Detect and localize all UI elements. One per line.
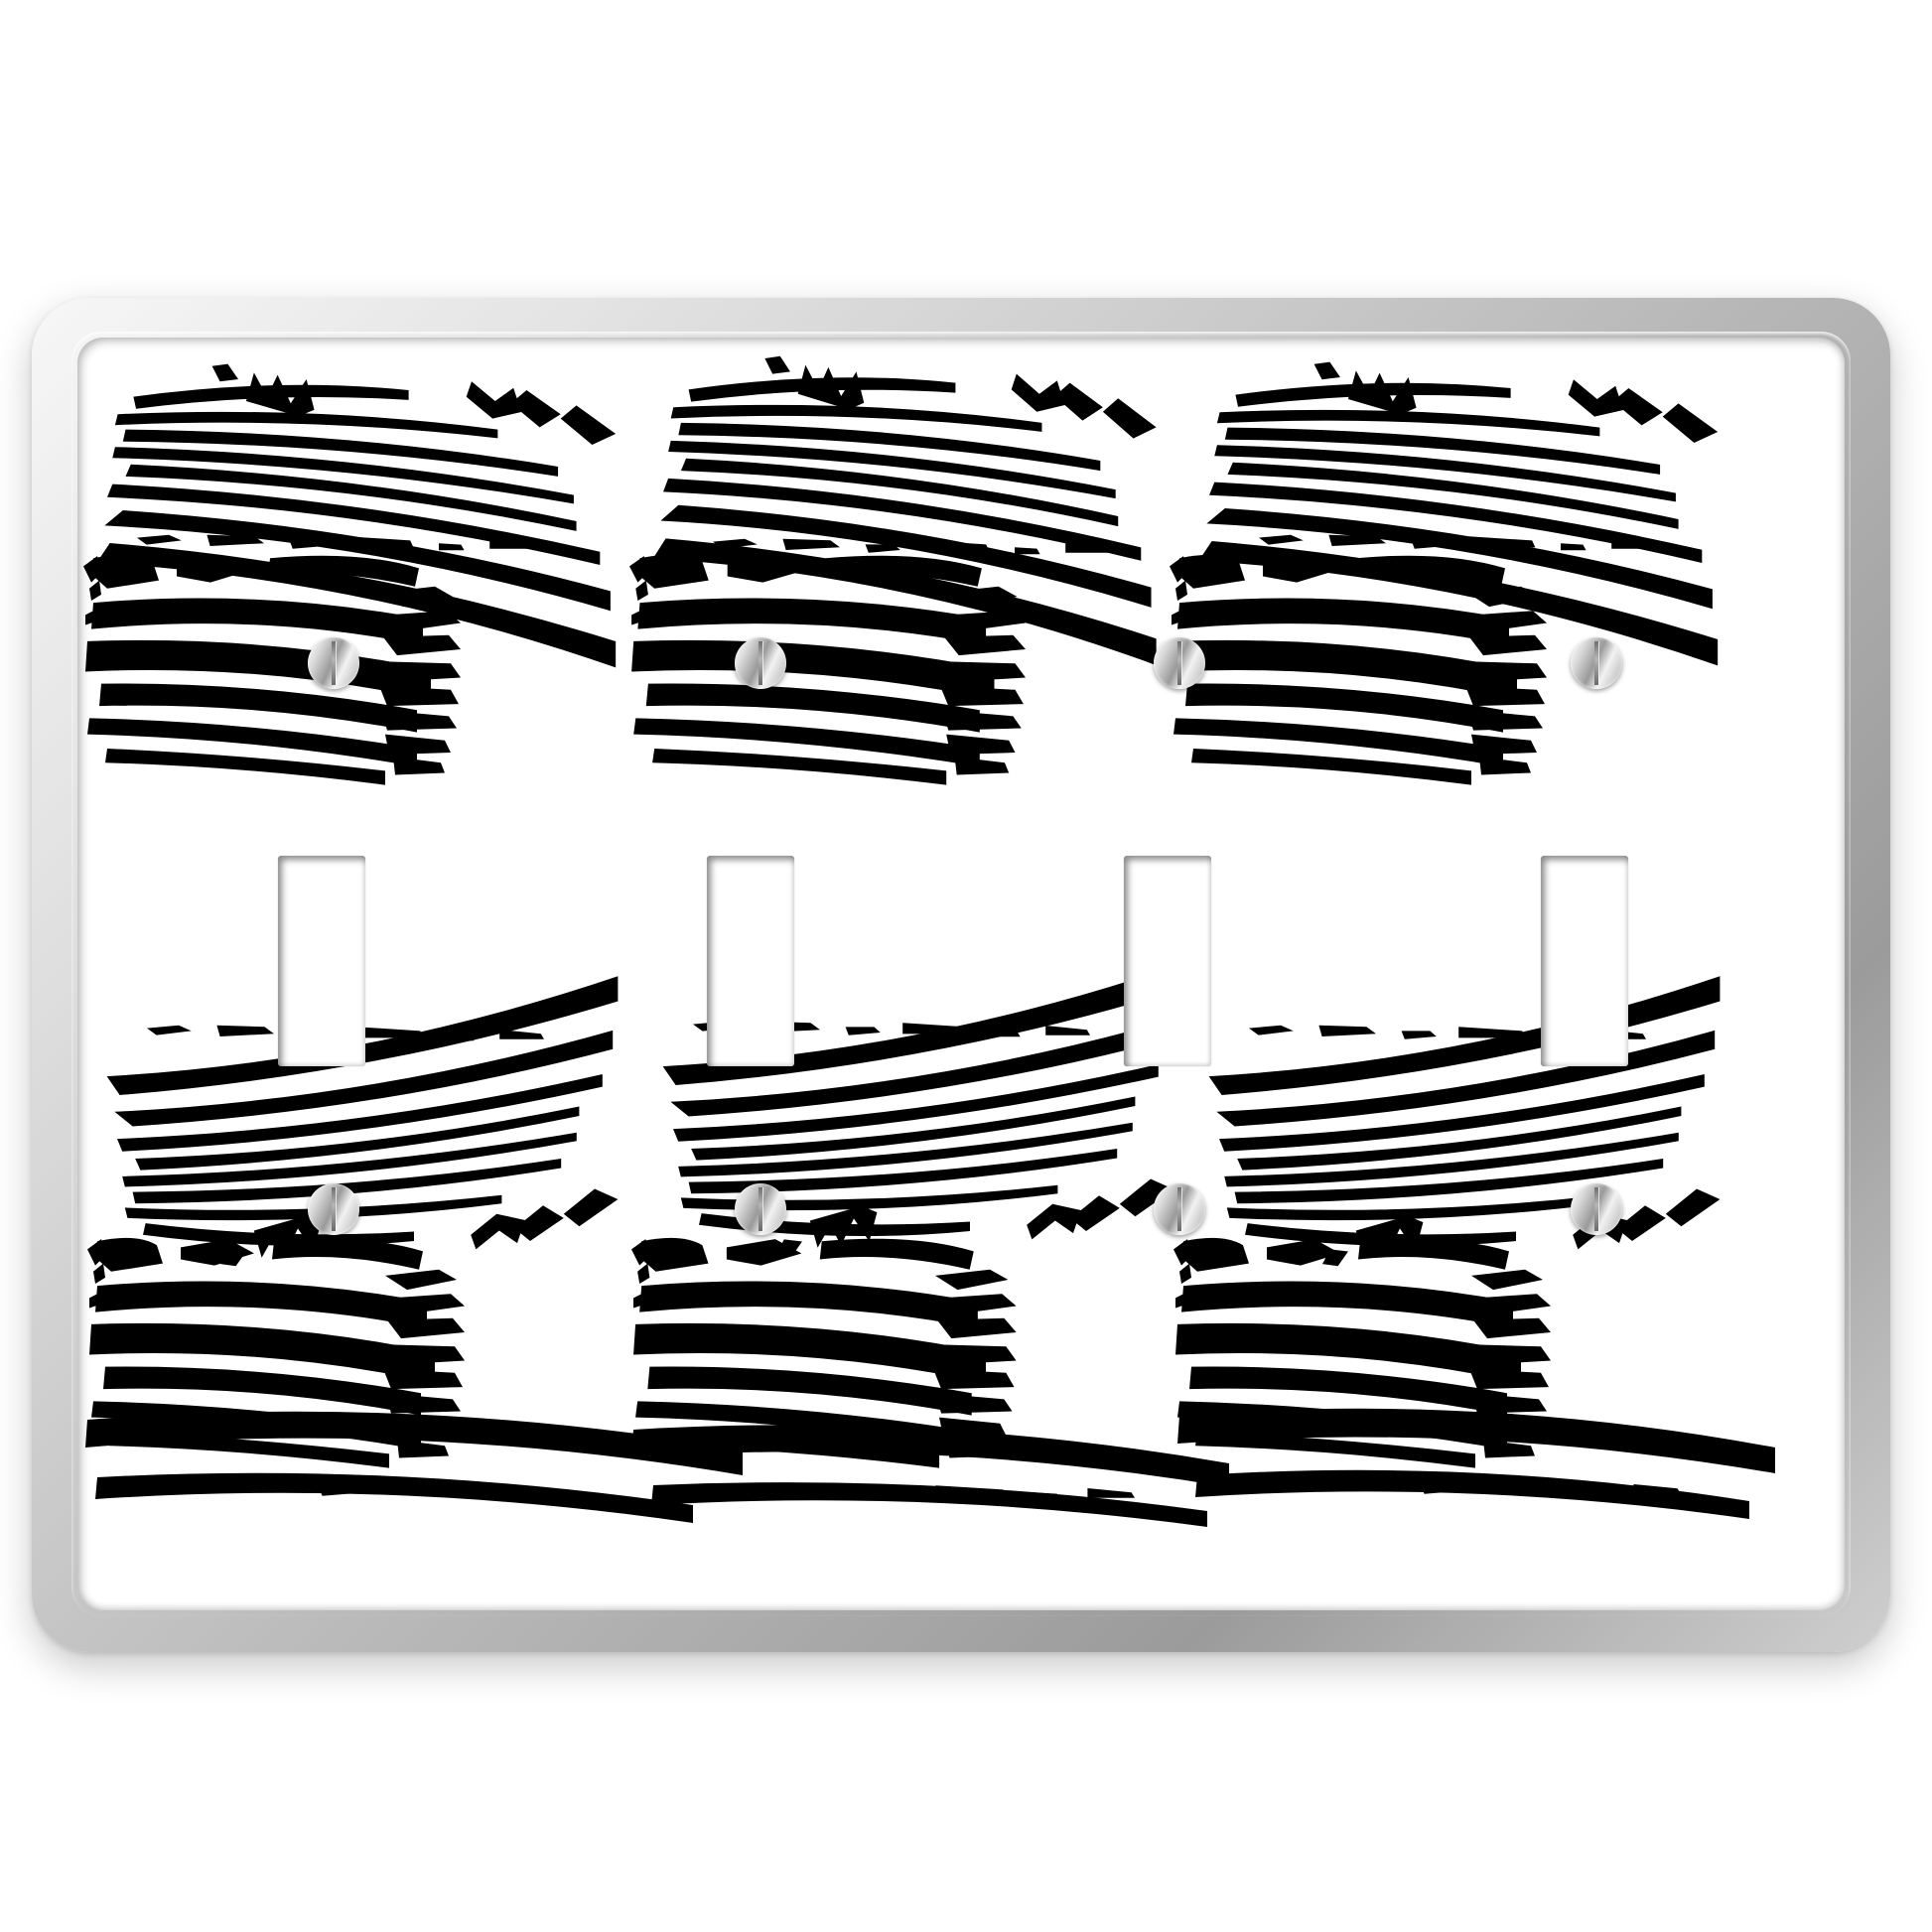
brush-stroke-pattern <box>77 338 1845 1610</box>
toggle-opening-3[interactable] <box>1124 856 1211 1066</box>
screw-bottom-4[interactable] <box>1571 1183 1622 1235</box>
toggle-opening-4[interactable] <box>1541 856 1628 1066</box>
screw-bottom-1[interactable] <box>308 1183 359 1235</box>
plate-face <box>77 338 1845 1610</box>
toggle-opening-1[interactable] <box>278 856 365 1066</box>
switch-wall-plate <box>32 298 1890 1652</box>
screw-bottom-3[interactable] <box>1154 1183 1205 1235</box>
screw-bottom-2[interactable] <box>735 1183 786 1235</box>
screw-top-1[interactable] <box>308 637 359 689</box>
screw-top-4[interactable] <box>1571 637 1622 689</box>
toggle-opening-2[interactable] <box>707 856 794 1066</box>
screw-top-2[interactable] <box>735 637 786 689</box>
screw-top-3[interactable] <box>1154 637 1205 689</box>
